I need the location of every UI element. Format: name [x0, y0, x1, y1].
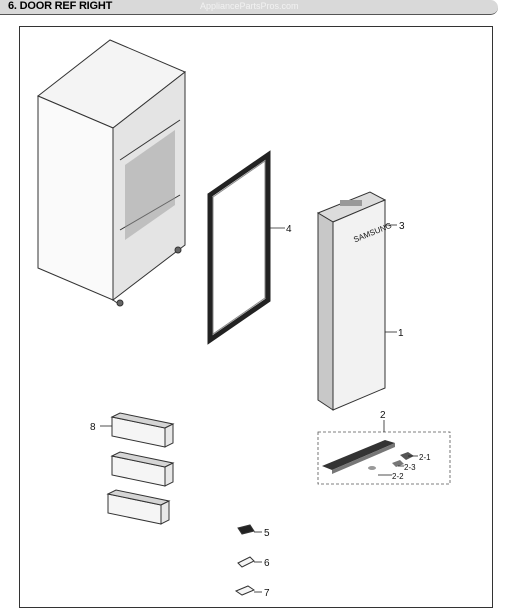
callout-2-2: 2-2 [392, 472, 404, 481]
callout-5: 5 [264, 528, 270, 539]
door-gasket [207, 150, 271, 345]
watermark-text: AppliancePartsPros.com [200, 1, 299, 11]
hinge-cap-part [237, 524, 255, 535]
callout-1: 1 [398, 328, 404, 339]
callout-7: 7 [264, 588, 270, 599]
callout-leaders [100, 224, 418, 593]
callout-3: 3 [399, 221, 405, 232]
refrigerator-cabinet [37, 39, 186, 307]
callout-8: 8 [90, 422, 96, 433]
callout-2-1: 2-1 [419, 453, 431, 462]
small-parts [234, 524, 256, 596]
section-header: 6. DOOR REF RIGHT AppliancePartsPros.com [0, 0, 510, 16]
callout-4: 4 [286, 224, 292, 235]
callout-2: 2 [380, 410, 386, 421]
section-title: 6. DOOR REF RIGHT [8, 0, 113, 12]
door-stopper-part [237, 556, 255, 568]
door-bin [106, 489, 171, 525]
hinge-assembly-box [317, 431, 451, 485]
refrigerator-door [316, 191, 387, 411]
door-bin [110, 451, 175, 487]
door-bins [106, 412, 175, 525]
door-cover-part [234, 585, 256, 596]
callout-6: 6 [264, 558, 270, 569]
callout-2-3: 2-3 [404, 463, 416, 472]
door-bin [110, 412, 175, 448]
section-header-bar [0, 0, 498, 15]
